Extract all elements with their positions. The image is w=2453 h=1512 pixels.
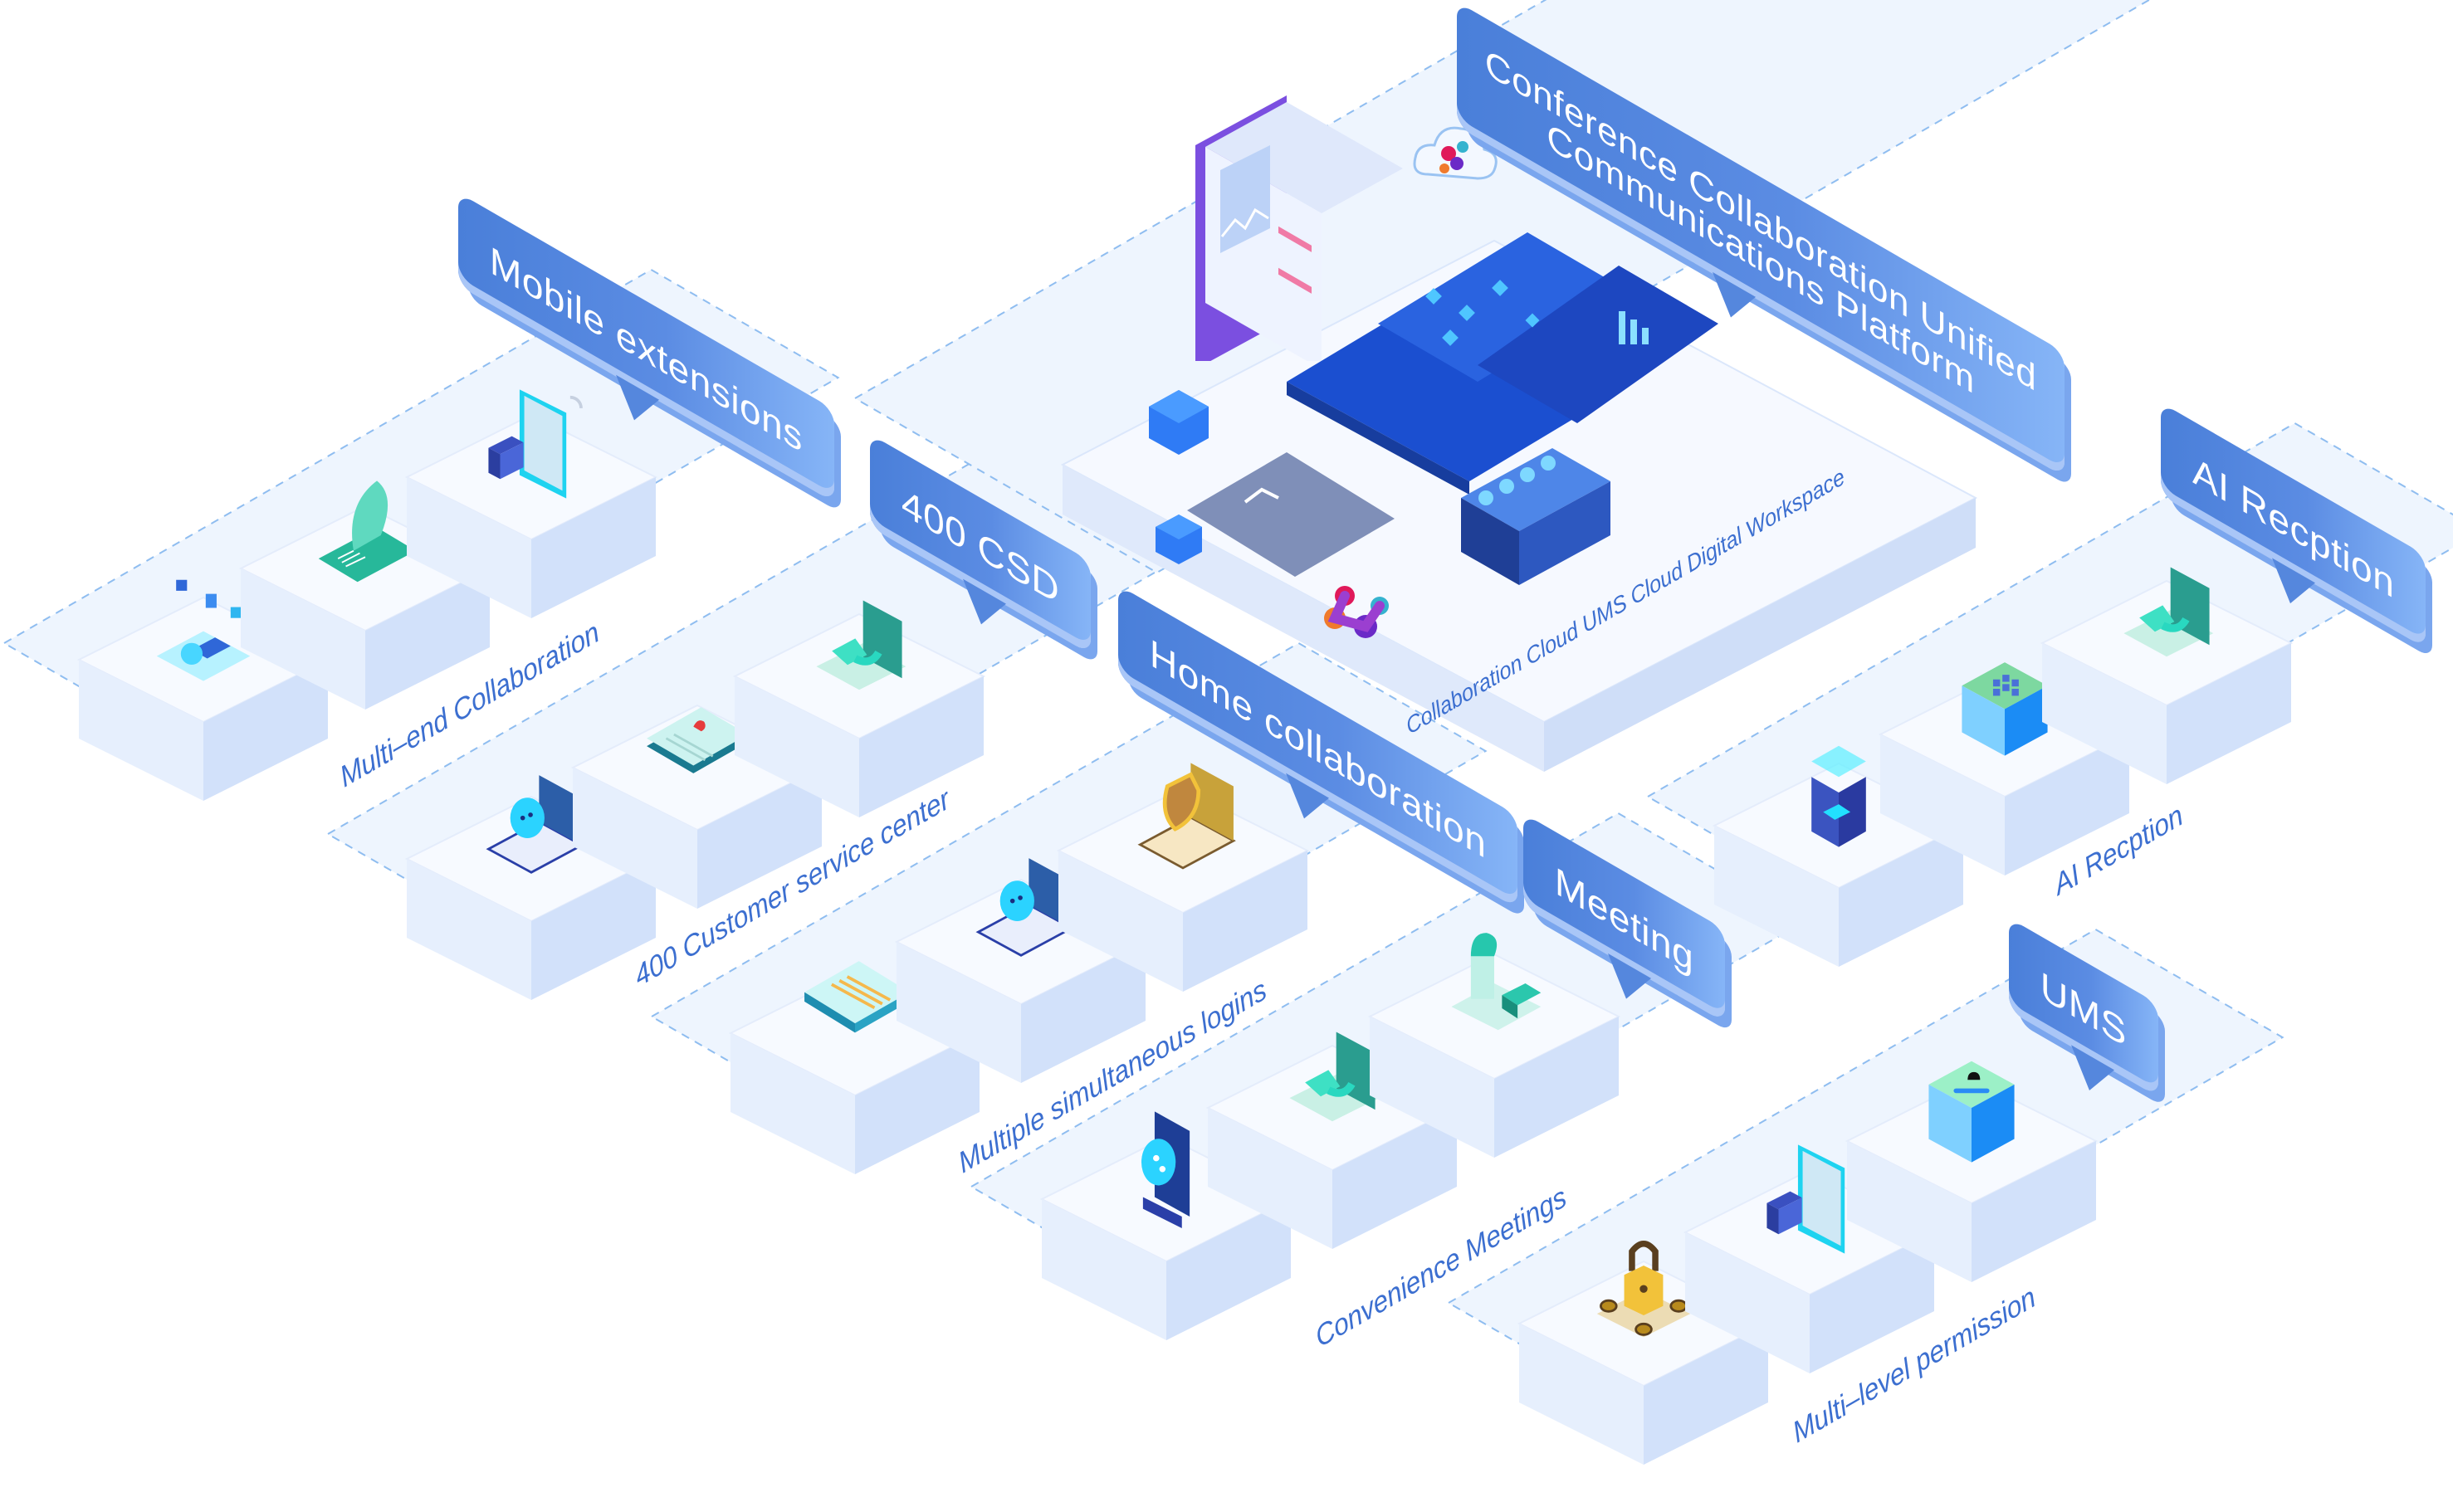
monitor-wifi-icon <box>1747 1137 1872 1261</box>
cloud-logo-icon <box>1413 126 1498 180</box>
contact-card-icon <box>635 672 760 797</box>
pedestal <box>2040 567 2294 788</box>
pedestal <box>1517 1241 1771 1469</box>
padlock-icon <box>1581 1228 1706 1353</box>
brand-logo-icon <box>1324 586 1389 638</box>
building-upload-icon-glyph <box>1811 745 1866 847</box>
pedestal <box>238 480 492 714</box>
phone-share-icon-glyph <box>1141 1111 1190 1228</box>
laptop-chat-icon <box>469 763 594 888</box>
module-plate <box>969 812 1807 1296</box>
cube-network-icon-glyph <box>156 579 251 681</box>
monitor-wifi-icon <box>469 382 594 506</box>
cloud-upload-icon <box>1432 921 1556 1046</box>
module-plate <box>325 459 1164 944</box>
tablet-return-icon-glyph <box>2123 567 2214 657</box>
cloud-login-box-icon <box>1909 1046 2034 1170</box>
contact-card-icon-glyph <box>647 707 748 773</box>
message-bubble-icon <box>793 938 917 1062</box>
cloud-upload-icon-glyph <box>1451 933 1542 1031</box>
laptop-chat-icon-glyph <box>975 858 1074 957</box>
tablet-return-icon-glyph <box>816 600 906 690</box>
laptop-shield-icon <box>1121 755 1245 880</box>
central-plate <box>853 0 2151 574</box>
tablet-return-icon-glyph <box>1289 1032 1380 1122</box>
pedestal <box>1056 763 1310 996</box>
pedestal <box>1845 1061 2099 1286</box>
pedestal <box>1039 1111 1293 1344</box>
module-plate <box>1446 928 2284 1412</box>
tablet-return-icon <box>1270 1012 1395 1137</box>
chip-cube-icon <box>1156 515 1202 564</box>
phone-share-icon <box>1104 1104 1229 1228</box>
chip-cube-icon <box>1149 390 1209 455</box>
tablet-return-icon <box>797 581 921 705</box>
cloud-login-box-icon-glyph <box>1928 1061 2015 1163</box>
pedestal <box>404 389 658 622</box>
laptop-chat-icon-glyph <box>486 775 584 874</box>
grid-box-icon <box>1942 639 2067 763</box>
module-plate <box>1645 422 2453 906</box>
circuit-panel-icon <box>1187 452 1395 577</box>
barcode-scanner-icon <box>303 473 428 597</box>
tablet-return-icon <box>2104 548 2229 672</box>
server-board-icon <box>1287 232 1718 495</box>
dashboard-window-icon <box>1195 95 1403 361</box>
module-plate <box>2 268 840 753</box>
laptop-shield-icon-glyph <box>1137 763 1236 870</box>
pedestal <box>732 600 986 822</box>
pedestal <box>894 858 1148 1087</box>
grid-box-icon-glyph <box>1962 662 2048 756</box>
message-bubble-icon-glyph <box>804 961 910 1033</box>
cube-network-icon <box>141 564 266 689</box>
server-rack-icon <box>1461 448 1610 585</box>
building-upload-icon <box>1776 730 1901 855</box>
monitor-wifi-icon-glyph <box>488 389 583 499</box>
pedestal <box>1367 933 1621 1162</box>
padlock-icon-glyph <box>1596 1241 1691 1338</box>
monitor-wifi-icon-glyph <box>1766 1144 1861 1254</box>
module-plate <box>649 641 1488 1126</box>
laptop-chat-icon <box>959 846 1083 971</box>
barcode-scanner-icon-glyph <box>318 480 416 583</box>
pedestal-block <box>732 612 986 817</box>
